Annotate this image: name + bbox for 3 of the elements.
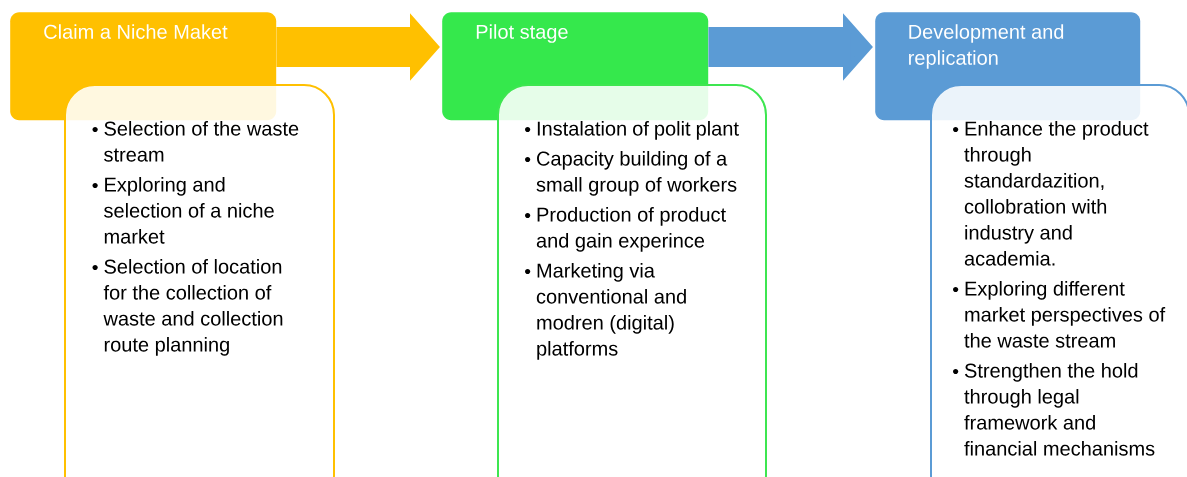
bullet-list-box: Enhance the product through standardazition, collobration with industry and academia. Exploring different market perspectives of the waste stream Strengthen the hold through legal framework and financial mechanisms <box>930 84 1187 477</box>
bullet-list-box: Selection of the waste stream Exploring and selection of a niche market Selection of location for the collection of waste and collection route planning <box>64 84 335 477</box>
bullet-list-box: Instalation of polit plant Capacity building of a small group of workers Production of product and gain experince Marketing via conventional and modren (digital) platforms <box>497 84 767 477</box>
